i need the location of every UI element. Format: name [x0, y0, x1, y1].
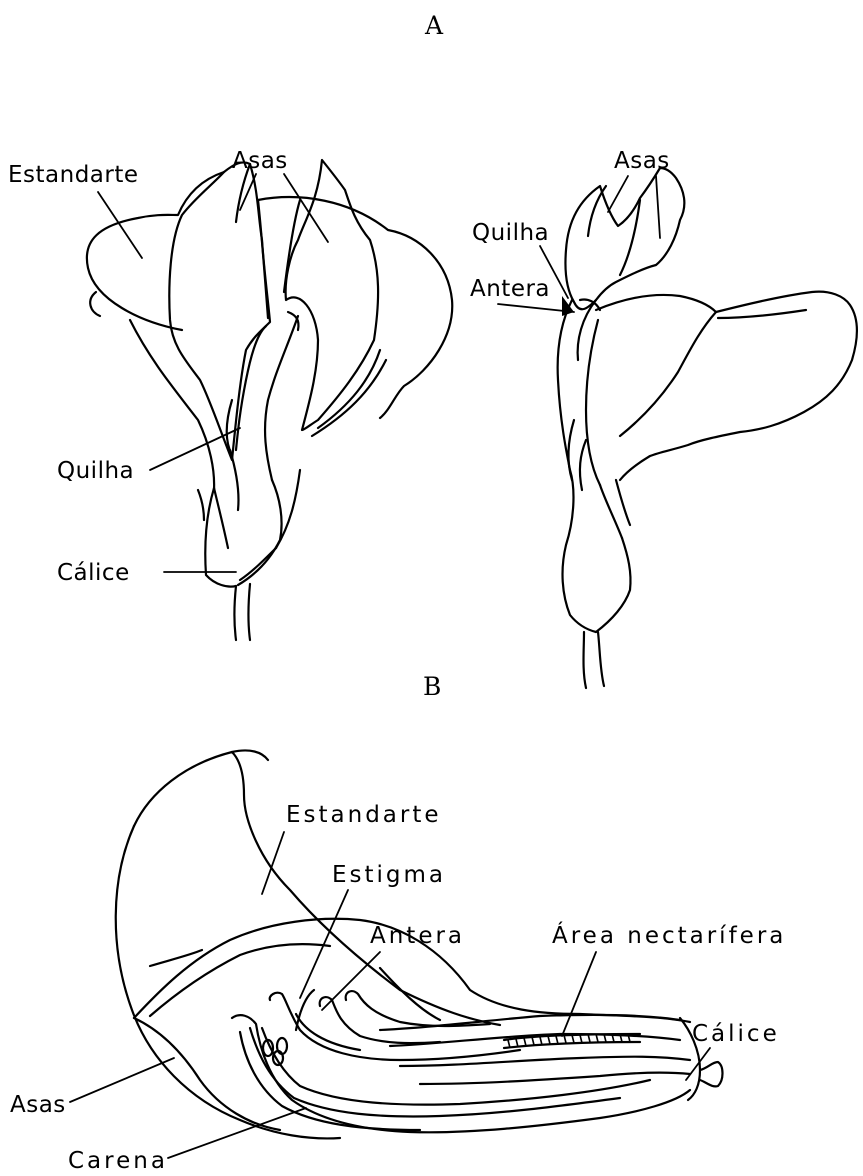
side-quilha-label: Quilha — [472, 220, 549, 246]
front-calice-label: Cálice — [57, 560, 130, 586]
section-carena-label: Carena — [68, 1148, 168, 1174]
front-estandarte-label: Estandarte — [8, 162, 139, 188]
side-view-flower — [558, 168, 857, 688]
section-asas-leader — [70, 1058, 174, 1102]
front-asas-leader-2 — [284, 174, 328, 242]
section-antera-leader — [322, 952, 380, 1010]
side-asas-leader-1 — [608, 176, 628, 212]
section-area-nectarifera-leader — [562, 952, 596, 1036]
panel-b-letter: B — [423, 672, 441, 701]
front-view-flower — [87, 160, 452, 640]
front-asas-label: Asas — [232, 148, 288, 174]
front-quilha-label: Quilha — [57, 458, 134, 484]
side-asas-label: Asas — [614, 148, 670, 174]
section-estigma-label: Estigma — [332, 862, 446, 888]
side-asas-leader-2 — [656, 176, 660, 238]
section-antera-label: Antera — [370, 923, 465, 949]
section-area-nectarifera-label: Área nectarífera — [552, 921, 786, 949]
section-carena-leader — [168, 1108, 306, 1158]
section-asas-label: Asas — [10, 1092, 66, 1118]
section-calice-label: Cálice — [692, 1021, 780, 1047]
panel-a-letter: A — [424, 11, 444, 40]
side-antera-label: Antera — [470, 276, 550, 302]
front-quilha-leader — [150, 428, 240, 470]
section-estandarte-label: Estandarte — [286, 802, 442, 828]
front-estandarte-leader — [98, 192, 142, 258]
section-estandarte-leader — [262, 832, 284, 894]
